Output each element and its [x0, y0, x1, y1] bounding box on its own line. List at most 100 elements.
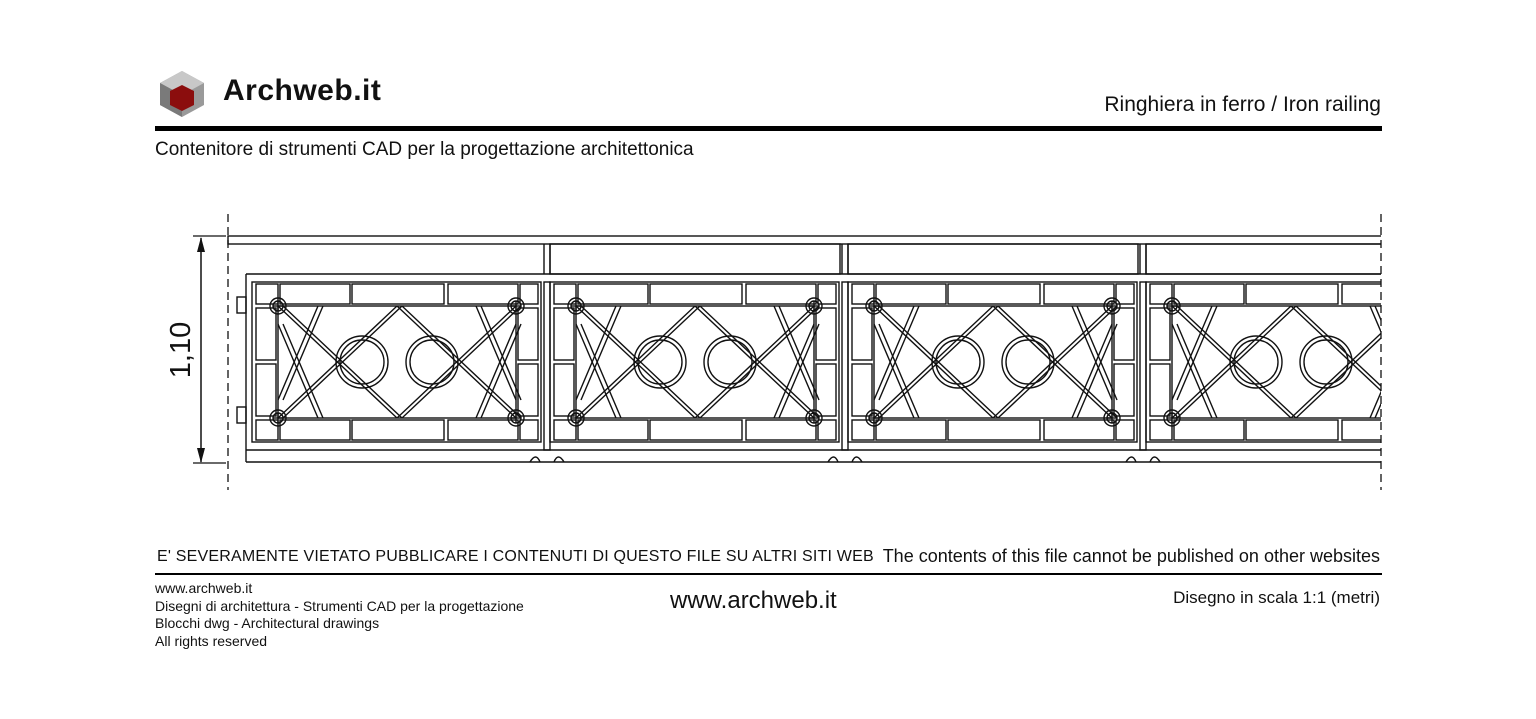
frame-cell: [255, 419, 279, 441]
ring: [935, 339, 981, 385]
lattice-bar: [699, 305, 820, 419]
footer-line: Disegni di architettura - Strumenti CAD …: [155, 597, 524, 614]
side-cell: [517, 307, 539, 361]
dimension-arrow-top: [197, 237, 205, 252]
rosette: [1405, 413, 1415, 423]
frame-cell: [1414, 420, 1432, 440]
pattern-frame: [873, 305, 1113, 419]
rosette: [567, 409, 585, 427]
frame-cell: [519, 419, 539, 441]
lattice-bar: [873, 305, 915, 401]
lattice-bar: [878, 305, 999, 419]
footer-info: www.archweb.it Disegni di architettura -…: [155, 580, 524, 650]
rosette: [1405, 301, 1415, 311]
frame-cell: [745, 419, 817, 441]
frame-cell: [1149, 283, 1173, 305]
lattice-bar: [277, 305, 319, 401]
ring: [409, 339, 455, 385]
rosette: [567, 297, 585, 315]
pattern-frame: [575, 305, 815, 419]
lattice-bar: [575, 305, 696, 419]
ring: [1303, 339, 1349, 385]
frame-cell: [1043, 283, 1115, 305]
upper-panel: [549, 243, 841, 275]
lattice-bar: [282, 305, 403, 419]
rosette: [1402, 298, 1418, 314]
lattice-bar: [277, 305, 398, 419]
lattice-bar: [282, 323, 324, 419]
lattice-bar: [873, 305, 994, 419]
lattice-bar: [480, 305, 522, 401]
side-cell: [851, 363, 873, 417]
base-foot: [827, 456, 863, 463]
side-cell: [851, 307, 873, 361]
side-cell: [1113, 363, 1135, 417]
base-foot: [1424, 457, 1458, 462]
lattice-bar: [694, 305, 815, 419]
frame-cell: [745, 283, 817, 305]
rosette: [507, 409, 525, 427]
side-cell: [815, 363, 837, 417]
ring: [637, 339, 683, 385]
base-foot: [1125, 456, 1161, 463]
frame-cell: [851, 283, 875, 305]
footer-url[interactable]: www.archweb.it: [670, 587, 837, 614]
dimension-label: 1,10: [165, 322, 197, 378]
lattice-bar: [773, 305, 815, 401]
frame-cell: [553, 419, 577, 441]
lattice-bar: [575, 305, 617, 401]
rosette: [1163, 297, 1181, 315]
frame-cell: [1043, 419, 1115, 441]
frame-cell: [817, 419, 837, 441]
side-cell: [1113, 307, 1135, 361]
panel-frame: [847, 281, 1138, 443]
ring: [707, 339, 753, 385]
frame-cell: [1173, 419, 1245, 441]
lattice-bar: [1171, 305, 1292, 419]
lattice-bar: [992, 305, 1113, 419]
frame-cell: [1341, 283, 1381, 305]
lattice-bar: [1176, 305, 1297, 419]
pattern-frame: [277, 305, 517, 419]
panel-frame: [1145, 281, 1381, 443]
side-cell: [553, 307, 575, 361]
rosette: [269, 297, 287, 315]
rosette: [865, 297, 883, 315]
wall-bracket: [236, 406, 247, 424]
side-cell: [1149, 307, 1171, 361]
post: [1139, 281, 1147, 451]
lattice-bar: [1076, 323, 1118, 419]
side-cell: [255, 307, 277, 361]
frame-cell: [947, 283, 1041, 305]
frame-cell: [1341, 419, 1381, 441]
frame-cell: [875, 419, 947, 441]
panel-frame: [549, 281, 840, 443]
lattice-bar: [580, 323, 622, 419]
lattice-bar: [1076, 305, 1118, 401]
dimension-arrow-bottom: [197, 448, 205, 463]
ring: [1229, 335, 1283, 389]
handrail: [227, 235, 1381, 245]
lattice-bar: [475, 305, 517, 401]
frame-cell: [351, 283, 445, 305]
lattice-bar: [1171, 323, 1213, 419]
ring: [1005, 339, 1051, 385]
lattice-bar: [396, 305, 517, 419]
copyright-warning-english: The contents of this file cannot be publ…: [882, 546, 1380, 566]
frame-cell: [519, 283, 539, 305]
frame-cell: [577, 283, 649, 305]
frame-cell: [1149, 419, 1173, 441]
tagline: Contenitore di strumenti CAD per la prog…: [155, 139, 694, 160]
side-cell: [1412, 364, 1432, 416]
frame-cell: [1115, 283, 1135, 305]
frame-cell: [1173, 283, 1245, 305]
brand-name: Archweb.it: [223, 74, 382, 107]
side-cell: [553, 363, 575, 417]
sheet-title: Ringhiera in ferro / Iron railing: [1104, 93, 1381, 116]
base-foot: [529, 456, 565, 463]
header-divider: [155, 126, 1382, 131]
frame-cell: [875, 283, 947, 305]
frame-cell: [1245, 283, 1339, 305]
lattice-bar: [1171, 305, 1213, 401]
